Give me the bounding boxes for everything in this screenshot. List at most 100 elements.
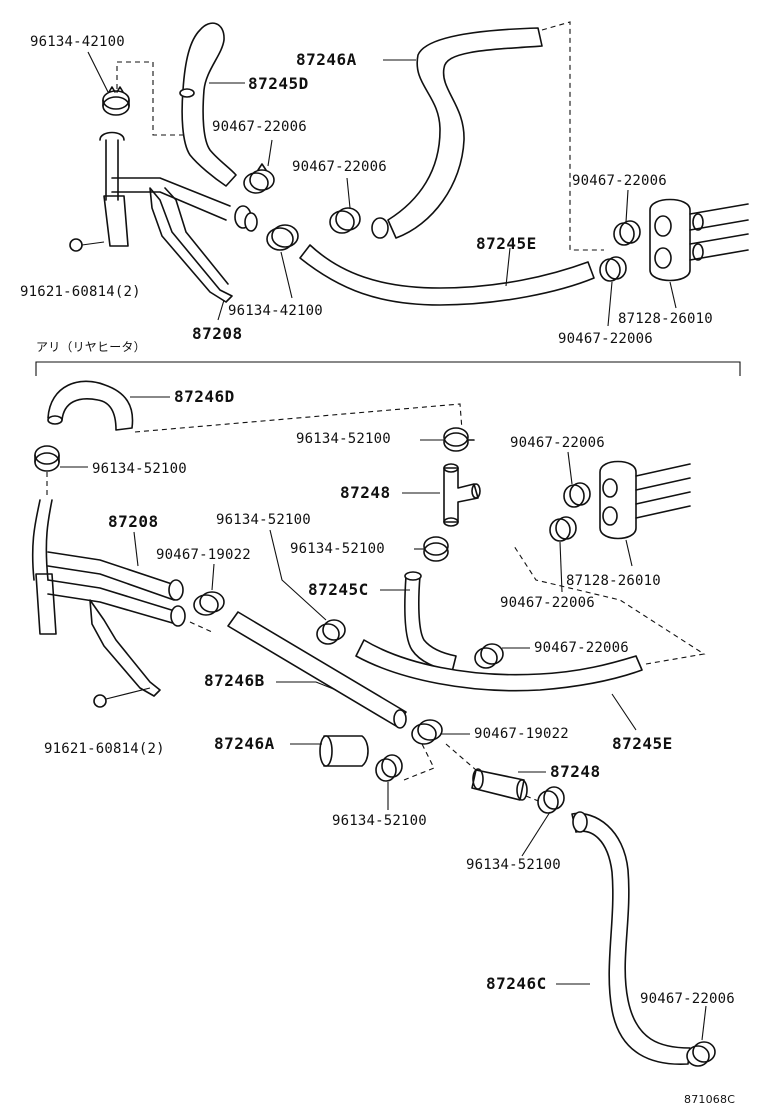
label-87245c: 87245C <box>308 580 369 599</box>
label-87246a-top: 87246A <box>296 50 357 69</box>
label-90467-22006-top-a: 90467-22006 <box>212 119 307 135</box>
clamp-90467-22006-top-d <box>599 256 627 282</box>
label-96134-52100-d: 96134-52100 <box>290 541 385 557</box>
label-87208-bottom: 87208 <box>108 512 159 531</box>
clamp-90467-22006-bottom-d <box>686 1041 716 1067</box>
catalog-code: 871068C <box>684 1093 736 1106</box>
hose-87245c <box>404 575 457 673</box>
leader-90467-22006-top-c <box>625 189 629 223</box>
leader-90467-22006-a <box>567 451 573 485</box>
clamp-96134-52100-bottom-a <box>375 754 403 782</box>
clamp-96134-52100-bottom-b <box>537 786 565 814</box>
hose-87245d <box>181 22 237 187</box>
label-87128-26010-bottom: 87128-26010 <box>566 573 661 589</box>
hose-87246b <box>227 611 407 727</box>
label-90467-22006-top-d: 90467-22006 <box>558 331 653 347</box>
label-87128-26010-top: 87128-26010 <box>618 311 713 327</box>
hose-87246c <box>571 812 691 1065</box>
leader-90467-22006-top-b <box>346 177 351 209</box>
hose-87246d <box>47 380 134 431</box>
label-87245d: 87245D <box>248 74 309 93</box>
pipe-assembly-87208-top <box>99 131 258 303</box>
label-90467-22006-bottom-a: 90467-22006 <box>510 435 605 451</box>
leader-96134-52100-c <box>269 529 327 621</box>
clamp-96134-52100-joint-bottom <box>423 536 449 562</box>
hose-87246a-bottom <box>323 735 369 767</box>
leader-87245e-bottom <box>611 693 637 731</box>
label-87246c: 87246C <box>486 974 547 993</box>
label-87246a-bottom: 87246A <box>214 734 275 753</box>
clamp-96134-52100-joint-top <box>443 427 475 452</box>
hose-87245e-top <box>299 244 595 306</box>
section-bracket <box>35 361 741 376</box>
clamp-96134-52100-left <box>34 445 60 472</box>
grommet-87128-26010-top <box>649 198 749 282</box>
leader-87246b <box>276 681 337 691</box>
leader-90467-22006-top-a <box>267 139 273 167</box>
section-note: アリ（リヤヒータ） <box>36 340 146 354</box>
dash-guide-top-left <box>116 61 185 136</box>
clamp-90467-19022-b <box>411 719 443 745</box>
dash-guide-clamp-19022 <box>189 621 213 633</box>
label-90467-22006-top-c: 90467-22006 <box>572 173 667 189</box>
label-87245e-top: 87245E <box>476 234 537 253</box>
leader-90467-22006-top-d <box>607 281 613 327</box>
label-87248-b: 87248 <box>550 762 601 781</box>
dash-guide-87246d <box>134 403 463 433</box>
label-87245e-bottom: 87245E <box>612 734 673 753</box>
label-90467-22006-bottom-c: 90467-22006 <box>500 595 595 611</box>
label-87248-a: 87248 <box>340 483 391 502</box>
label-96134-52100-a: 96134-52100 <box>92 461 187 477</box>
joint-87248-lower <box>471 768 528 801</box>
leader-90467-22006-c <box>559 541 563 593</box>
joint-87248-upper <box>443 463 481 527</box>
clamp-90467-22006-top-c <box>613 220 641 246</box>
leader-87128-26010-top <box>669 281 677 309</box>
clamp-90467-19022-a <box>193 591 225 616</box>
label-87246b: 87246B <box>204 671 265 690</box>
hose-87245e-bottom <box>355 639 643 692</box>
leader-96134-42100-a <box>87 51 109 93</box>
leader-87208-bottom <box>133 531 139 567</box>
dash-guide-87246a <box>403 739 435 781</box>
label-87246d: 87246D <box>174 387 235 406</box>
label-96134-52100-c: 96134-52100 <box>216 512 311 528</box>
label-96134-52100-e: 96134-52100 <box>332 813 427 829</box>
hose-87246a-top <box>387 27 543 239</box>
dash-guide-87248-lower <box>445 743 547 805</box>
leader-87128-26010-bottom <box>625 539 633 567</box>
leader-96134-52100-f <box>521 811 551 857</box>
leader-90467-19022-a <box>211 563 215 591</box>
label-96134-42100-b: 96134-42100 <box>228 303 323 319</box>
clamp-96134-52100-mid <box>316 619 346 645</box>
bolt-91621-bottom <box>93 687 151 708</box>
label-91621-bottom: 91621-60814(2) <box>44 741 165 757</box>
dash-guide-87245e <box>513 545 706 665</box>
label-87208-top: 87208 <box>192 324 243 343</box>
label-96134-52100-b: 96134-52100 <box>296 431 391 447</box>
label-96134-42100-a: 96134-42100 <box>30 34 125 50</box>
label-90467-19022-a: 90467-19022 <box>156 547 251 563</box>
clamp-90467-22006-top-a <box>243 163 275 194</box>
clamp-90467-22006-bottom-b <box>474 643 504 669</box>
leader-87208-top <box>217 299 225 321</box>
label-91621-top: 91621-60814(2) <box>20 284 141 300</box>
clamp-90467-22006-top-b <box>329 207 361 234</box>
dash-guide-top-right <box>541 21 604 251</box>
label-90467-19022-b: 90467-19022 <box>474 726 569 742</box>
leader-96134-42100-b <box>280 251 293 299</box>
leader-87245e-top <box>505 247 511 287</box>
label-90467-22006-bottom-b: 90467-22006 <box>534 640 629 656</box>
leader-90467-22006-d <box>701 1005 707 1041</box>
pipe-assembly-87208-bottom <box>31 499 186 697</box>
label-90467-22006-top-b: 90467-22006 <box>292 159 387 175</box>
grommet-87128-26010-bottom <box>599 460 691 540</box>
clamp-96134-42100-top-lower <box>266 224 299 251</box>
clamp-90467-22006-bottom-c <box>549 516 577 542</box>
label-96134-52100-f: 96134-52100 <box>466 857 561 873</box>
label-90467-22006-bottom-d: 90467-22006 <box>640 991 735 1007</box>
bolt-91621-top <box>69 238 105 252</box>
clamp-96134-42100-top-left <box>102 86 130 116</box>
